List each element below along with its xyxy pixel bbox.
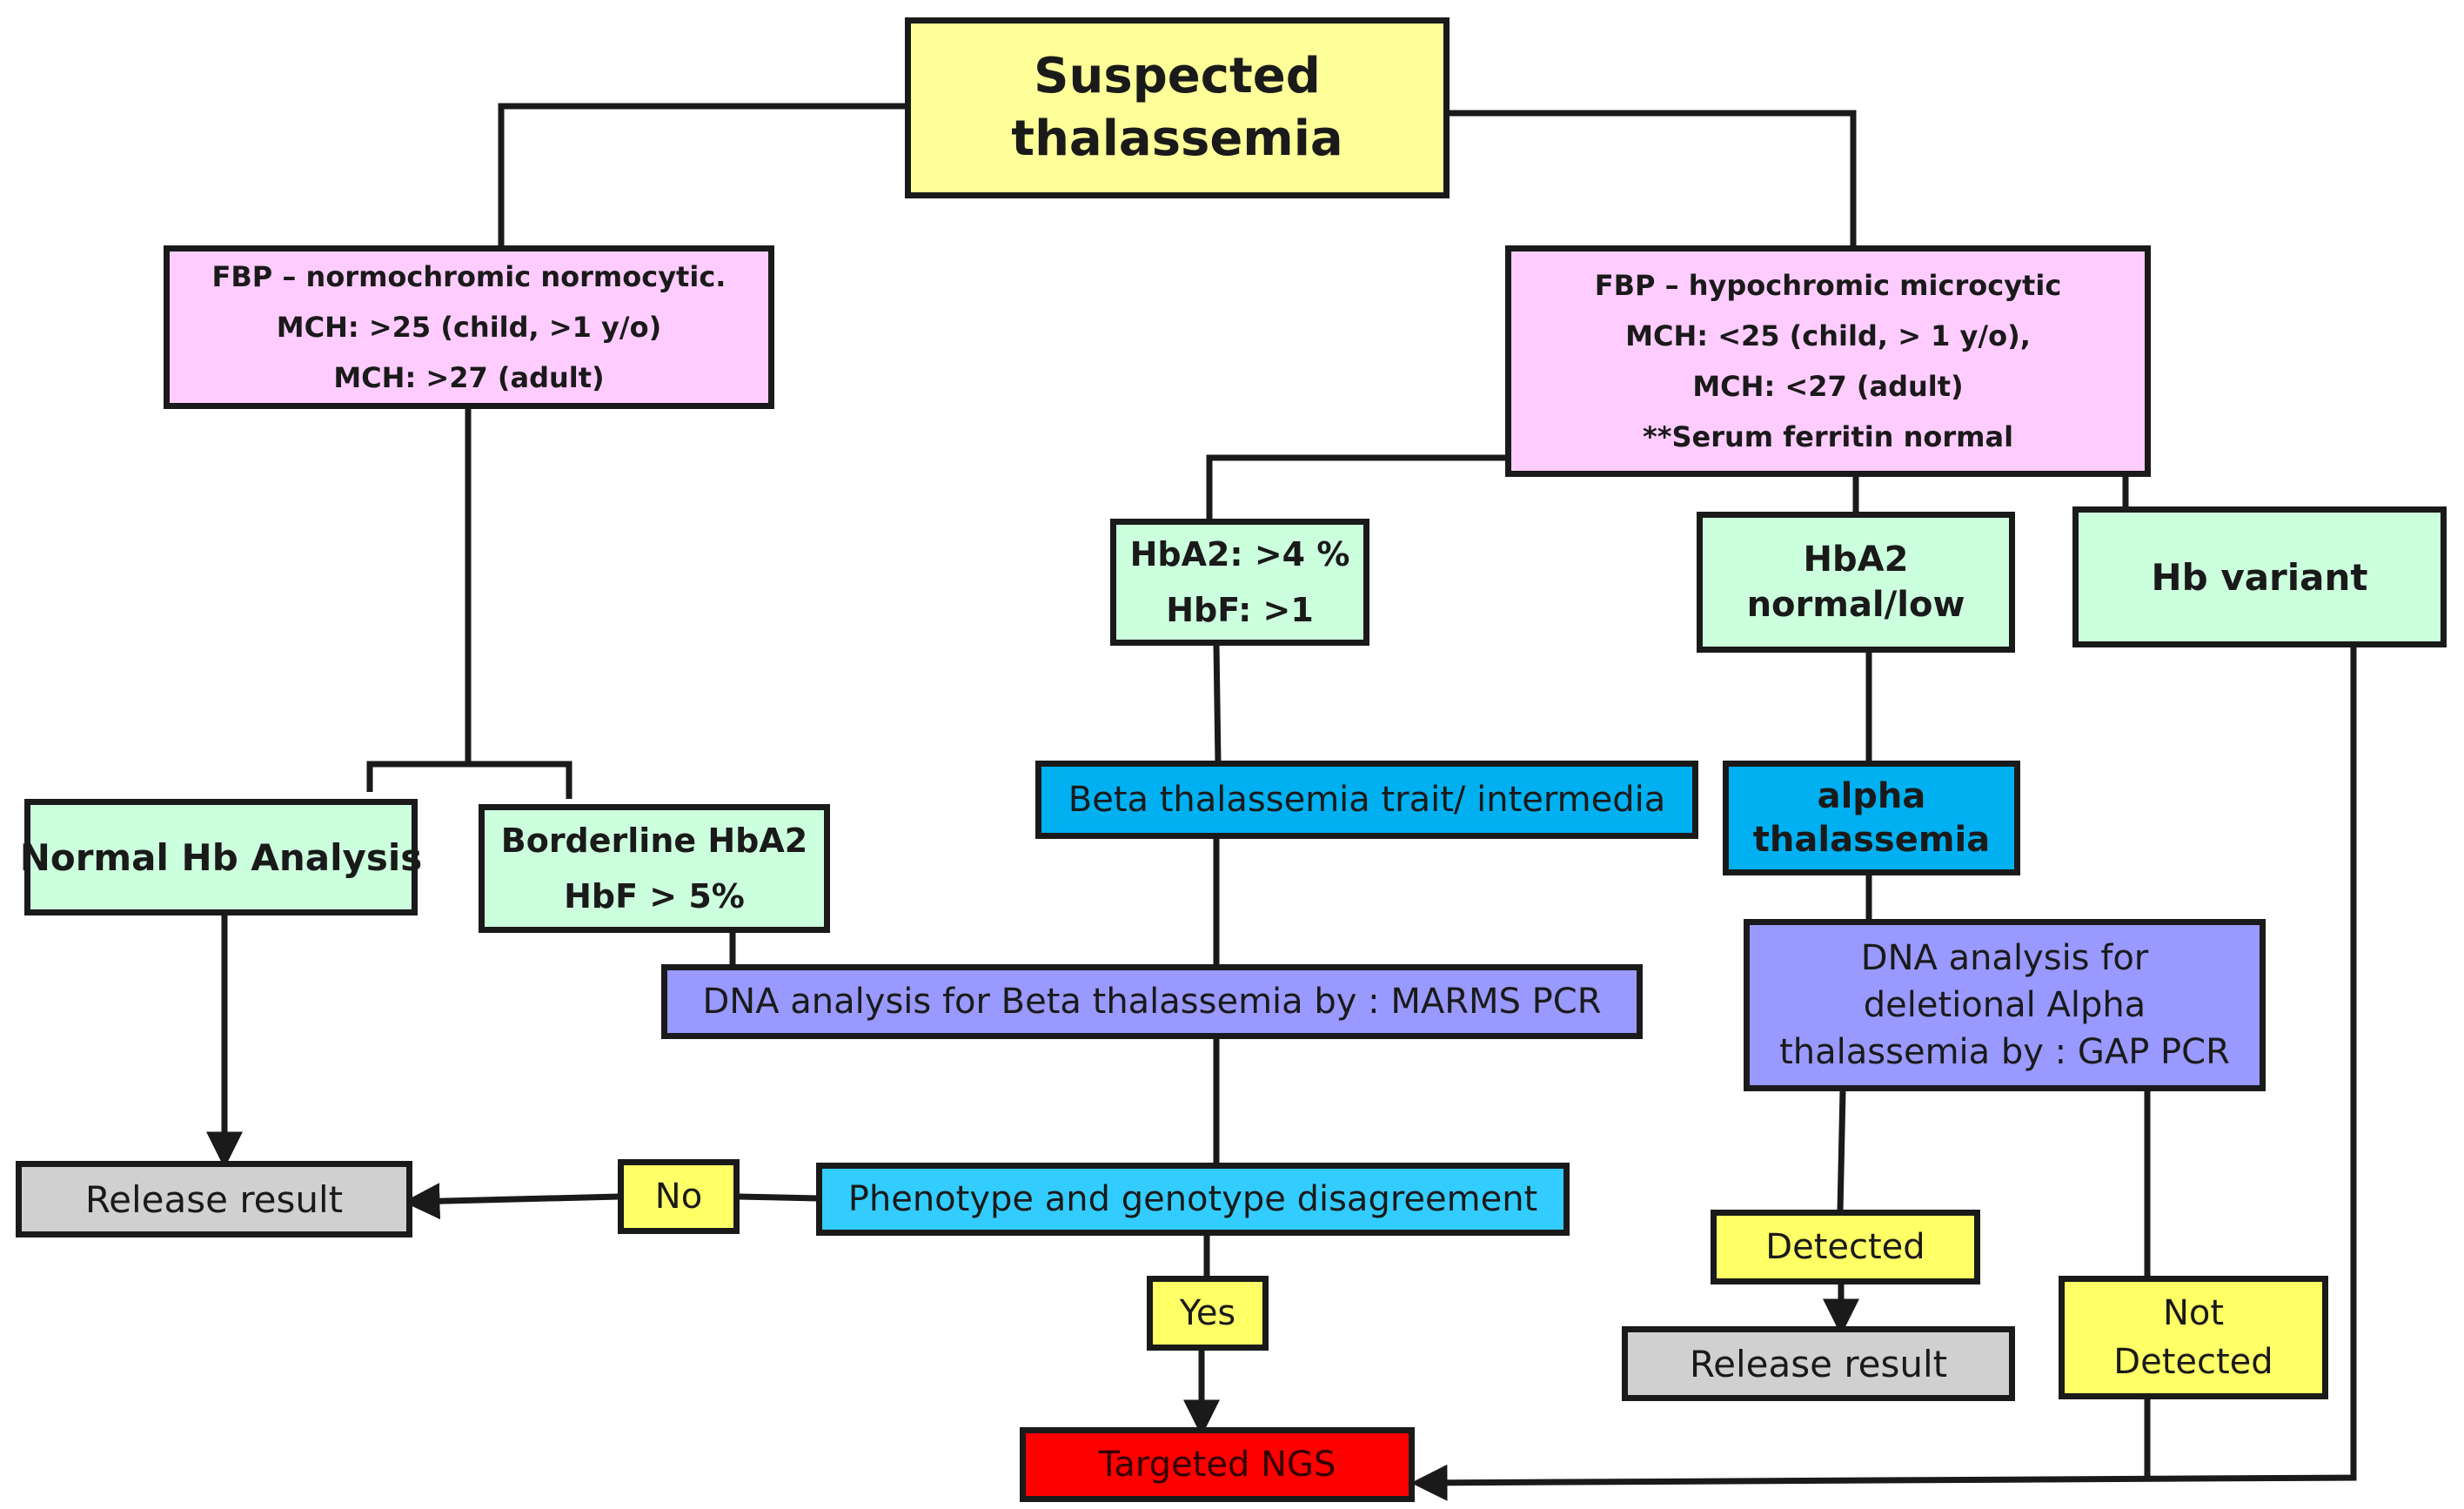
node-release-result-right: Release result [1622,1326,2015,1401]
no-label: No [654,1177,703,1217]
connector-split-branch [366,761,572,799]
borderline-line-2: HbF > 5% [564,877,745,915]
normochromic-line-1: FBP – normochromic normocytic. [211,260,726,293]
detected-label: Detected [1765,1227,1925,1267]
node-beta-thalassemia-trait: Beta thalassemia trait/ intermedia [1035,761,1698,839]
connector-hba2-high-to-beta-trait [1213,643,1222,764]
beta-trait-label: Beta thalassemia trait/ intermedia [1068,780,1666,820]
node-borderline-hba2: Borderline HbA2 HbF > 5% [479,804,830,933]
release-left-label: Release result [84,1177,344,1221]
node-alpha-thalassemia: alpha thalassemia [1723,761,2020,875]
node-phenotype-genotype-disagreement: Phenotype and genotype disagreement [816,1163,1570,1236]
node-suspected-thalassemia: Suspected thalassemia [905,17,1450,198]
release-right-label: Release result [1689,1342,1948,1385]
node-yes: Yes [1147,1276,1269,1351]
hba2-high-line-2: HbF: >1 [1166,591,1314,629]
alpha-thal-line-1: alpha [1817,776,1926,816]
normochromic-line-2: MCH: >25 (child, >1 y/o) [276,311,662,344]
start-line-1: Suspected [1034,48,1321,104]
start-line-2: thalassemia [1011,111,1343,167]
hypochromic-line-1: FBP – hypochromic microcytic [1594,269,2062,302]
connector-hypochromic-to-hba2-high [1206,454,1507,520]
disagreement-label: Phenotype and genotype disagreement [847,1179,1538,1219]
hypochromic-line-3: MCH: <27 (adult) [1692,370,1964,403]
yes-label: Yes [1179,1293,1236,1333]
dna-beta-label: DNA analysis for Beta thalassemia by : M… [702,982,1602,1022]
node-dna-analysis-alpha: DNA analysis for deletional Alpha thalas… [1744,919,2266,1091]
normochromic-line-3: MCH: >27 (adult) [333,361,605,394]
connector-dna-alpha-to-detected [1837,1090,1846,1212]
node-targeted-ngs: Targeted NGS [1020,1427,1415,1502]
connector-disagreement-to-no [737,1193,819,1202]
node-release-result-left: Release result [16,1161,412,1237]
node-hb-variant: Hb variant [2072,506,2447,647]
node-hba2-normal-low: HbA2 normal/low [1697,512,2015,653]
connector-start-to-normochromic [498,103,905,247]
dna-alpha-line-3: thalassemia by : GAP PCR [1779,1032,2230,1072]
node-fbp-hypochromic: FBP – hypochromic microcytic MCH: <25 (c… [1505,245,2151,477]
node-detected: Detected [1711,1210,1980,1284]
connector-start-to-hypochromic [1448,110,1857,247]
alpha-thal-line-2: thalassemia [1752,820,1991,860]
ngs-label: Targeted NGS [1098,1445,1336,1485]
node-normal-hb-analysis: Normal Hb Analysis [20,799,422,915]
hypochromic-line-2: MCH: <25 (child, > 1 y/o), [1625,319,2031,352]
not-detected-line-2: Detected [2113,1342,2273,1382]
hba2-normal-line-1: HbA2 [1803,540,1909,580]
connector-hb-variant-to-ngs [1410,646,2357,1501]
node-dna-analysis-beta: DNA analysis for Beta thalassemia by : M… [661,964,1643,1039]
hba2-normal-line-2: normal/low [1746,585,1965,625]
node-not-detected: Not Detected [2059,1276,2328,1399]
node-no: No [618,1159,740,1234]
node-hba2-high: HbA2: >4 % HbF: >1 [1110,519,1369,646]
borderline-line-1: Borderline HbA2 [500,822,808,860]
connector-no-to-release-left [403,1183,620,1220]
dna-alpha-line-2: deletional Alpha [1863,985,2146,1025]
hb-variant-label: Hb variant [2151,555,2368,599]
hypochromic-line-4: **Serum ferritin normal [1642,420,2014,453]
hba2-high-line-1: HbA2: >4 % [1129,535,1350,573]
node-fbp-normochromic: FBP – normochromic normocytic. MCH: >25 … [164,245,774,409]
normal-hb-label: Normal Hb Analysis [19,835,423,879]
dna-alpha-line-1: DNA analysis for [1860,938,2149,978]
not-detected-line-1: Not [2162,1293,2225,1333]
